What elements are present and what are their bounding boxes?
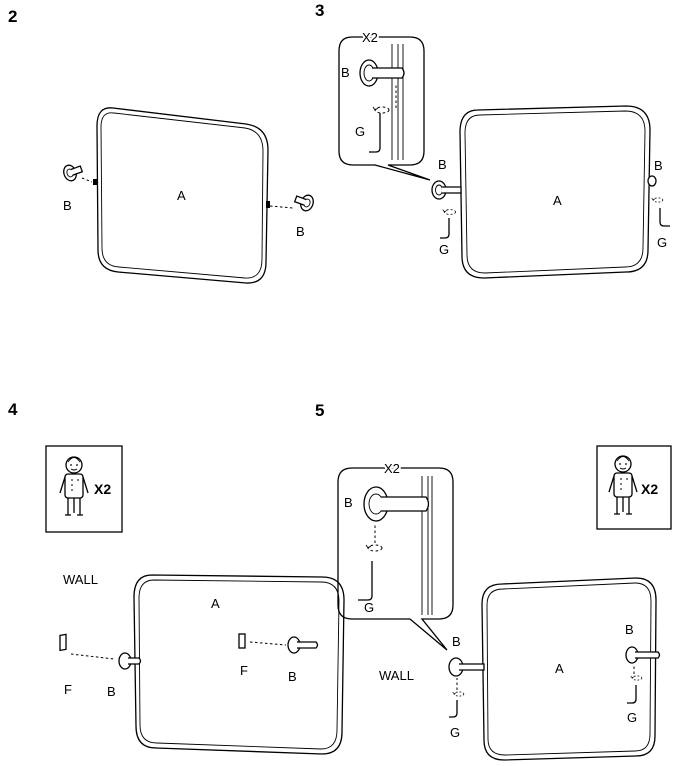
label-g-right-step-5: G (627, 710, 637, 725)
insert-arrow (249, 641, 287, 646)
wall-label-step-5: WALL (379, 668, 414, 683)
callout-g-step-5: G (364, 600, 374, 615)
bracket-icon (431, 180, 462, 200)
mount-hole-left (93, 179, 97, 185)
callout-b-step-5: B (344, 495, 353, 510)
insert-arrow (70, 653, 115, 660)
bracket-icon (292, 190, 317, 214)
mirror-panel-step-3 (459, 105, 651, 279)
bracket-icon (448, 657, 485, 677)
person-qty-step-5: X2 (641, 481, 658, 497)
label-b-left-step-4: B (107, 684, 116, 699)
bracket-icon (60, 160, 85, 184)
mirror-panel-step-2 (96, 107, 269, 284)
wall-plug-icon (59, 633, 67, 652)
label-g-left-step-3: G (439, 242, 449, 257)
label-b-left-step-3: B (438, 157, 447, 172)
label-f-right-step-4: F (240, 663, 248, 678)
mirror-panel-step-4 (133, 574, 345, 755)
label-a-step-3: A (553, 193, 562, 208)
hex-key-icon (659, 208, 670, 227)
rotate-arrow-icon (365, 544, 383, 552)
bracket-icon (625, 646, 661, 664)
label-b-left-step-2: B (63, 198, 72, 213)
callout-qty-step-5: X2 (384, 461, 400, 476)
rotate-arrow-icon (630, 675, 643, 681)
label-b-right-step-2: B (296, 224, 305, 239)
bracket-icon (647, 175, 657, 187)
bracket-icon (287, 636, 319, 654)
insert-arrow-left (81, 177, 93, 183)
bracket-icon (359, 59, 405, 87)
label-a-step-2: A (177, 188, 186, 203)
bracket-icon (118, 652, 142, 670)
hex-key-icon (369, 113, 381, 153)
step-4-number: 4 (8, 400, 18, 419)
step-5: 5 X2 B G X2 WALL A (315, 401, 672, 761)
rotate-arrow-icon (651, 197, 664, 203)
step-4: 4 X2 WALL A F B F B (8, 400, 345, 755)
label-g-left-step-5: G (450, 725, 460, 740)
detail-callout-step-5: X2 B G (337, 459, 454, 651)
mirror-panel-step-5 (481, 577, 657, 761)
label-g-right-step-3: G (657, 235, 667, 250)
callout-qty-step-3: X2 (362, 30, 378, 45)
person-qty-step-4: X2 (94, 481, 111, 497)
insert-arrow-right (269, 205, 294, 209)
two-person-box: X2 (45, 445, 123, 533)
hex-key-icon (358, 561, 373, 601)
step-3-number: 3 (315, 1, 324, 20)
label-f-left-step-4: F (64, 682, 72, 697)
label-a-step-4: A (211, 596, 220, 611)
wall-plug-icon (238, 633, 246, 649)
step-2: 2 A B B (8, 7, 317, 284)
label-a-step-5: A (555, 661, 564, 676)
callout-g-step-3: G (355, 124, 365, 139)
step-5-number: 5 (315, 401, 324, 420)
two-person-icon (59, 456, 89, 516)
label-b-right-step-4: B (288, 669, 297, 684)
mount-hole-right (266, 201, 270, 208)
two-person-icon (608, 455, 638, 515)
rotate-arrow-icon (452, 691, 465, 697)
hex-key-icon (440, 218, 450, 239)
wall-label-step-4: WALL (63, 572, 98, 587)
hex-key-icon (627, 685, 637, 704)
label-b-right-step-5: B (625, 622, 634, 637)
two-person-box: X2 (596, 445, 672, 530)
hex-key-icon (449, 700, 458, 718)
bracket-icon (363, 486, 430, 522)
label-b-left-step-5: B (452, 634, 461, 649)
callout-b-step-3: B (341, 65, 350, 80)
detail-callout-step-3: X2 B G (338, 28, 431, 181)
step-2-number: 2 (8, 7, 17, 26)
rotate-arrow-icon (442, 209, 457, 215)
step-3: 3 X2 B G A (315, 1, 670, 279)
label-b-right-step-3: B (654, 158, 663, 173)
rotate-arrow-icon (372, 106, 390, 114)
